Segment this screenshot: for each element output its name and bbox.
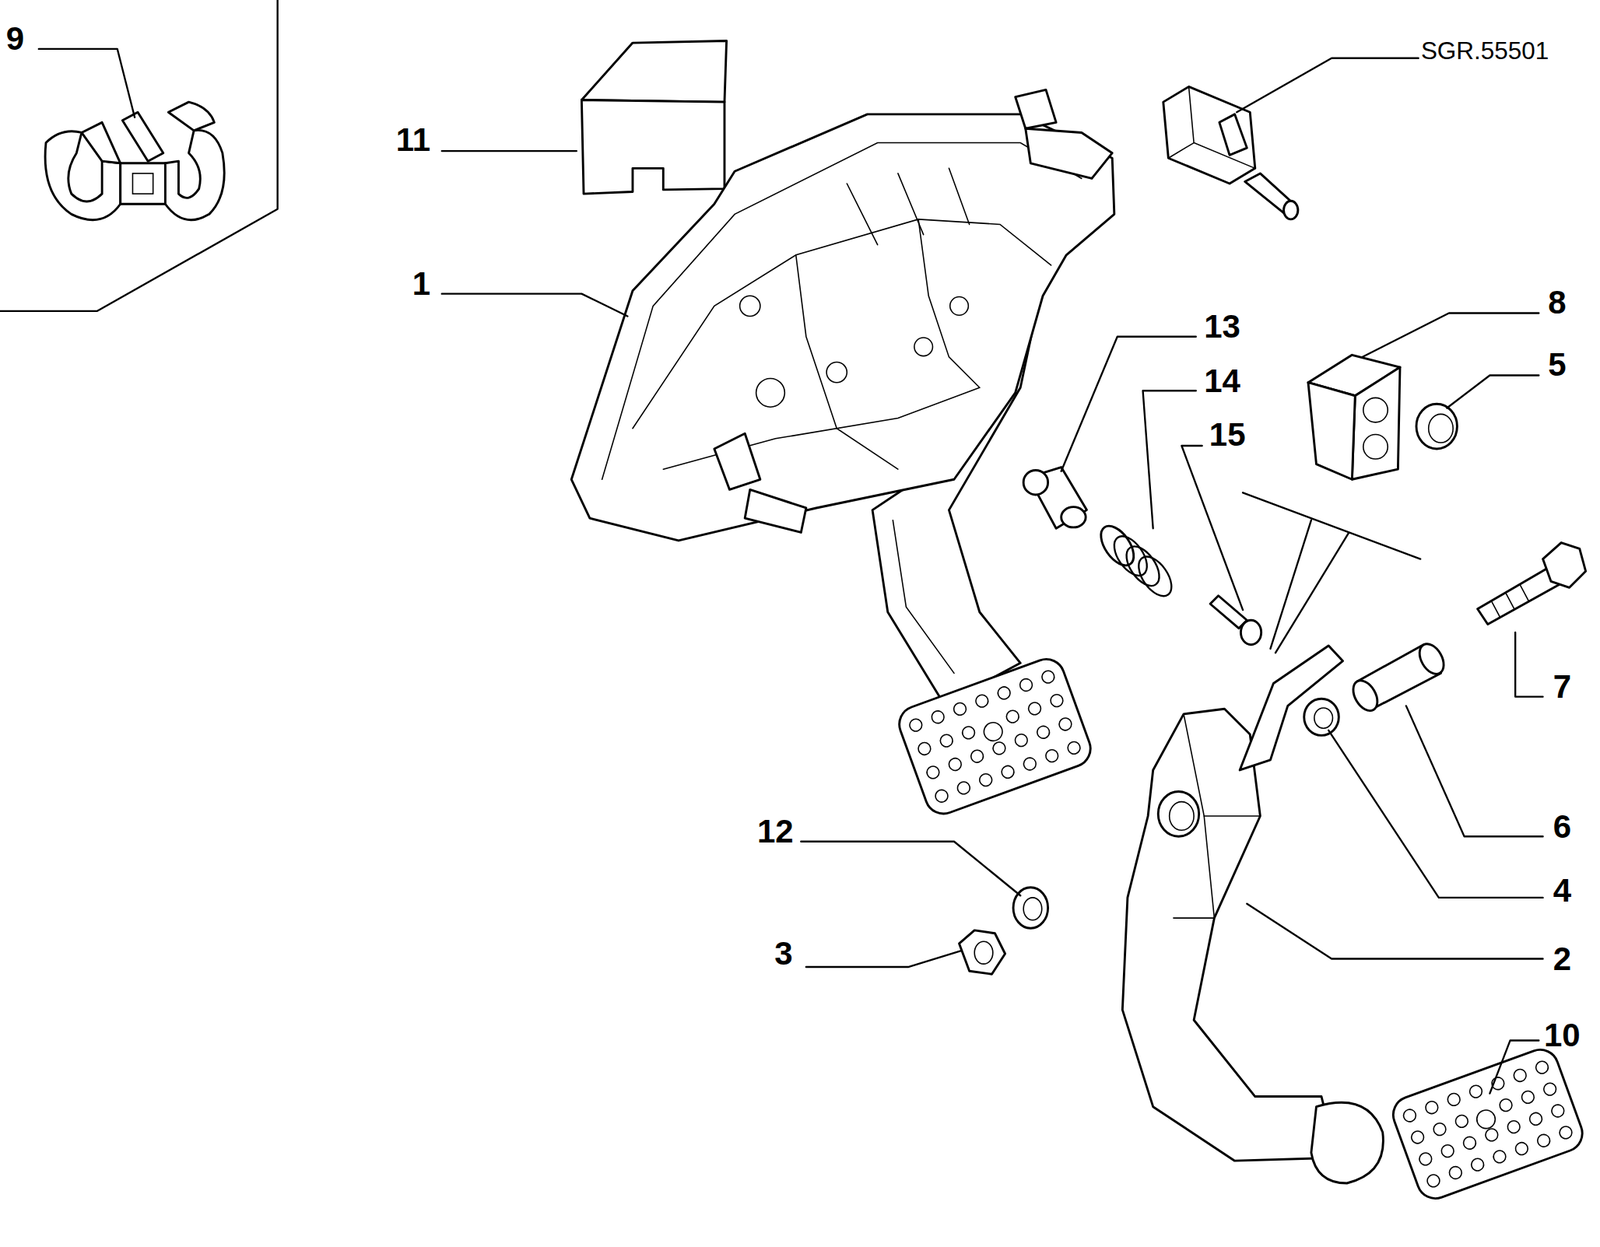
pad-dot — [1004, 708, 1021, 725]
callout-number: 11 — [396, 123, 431, 157]
pad-dot — [1040, 669, 1057, 685]
callout-number: 3 — [774, 937, 793, 971]
pad-dot — [1439, 1143, 1456, 1159]
pad-dot — [933, 788, 950, 804]
cap — [1416, 403, 1457, 450]
pad-dot — [1401, 1108, 1418, 1124]
pin — [1023, 467, 1087, 530]
bolt — [1477, 543, 1586, 625]
pad-dot — [1498, 1098, 1514, 1114]
callout-number: 1 — [412, 267, 431, 301]
cover-block — [581, 40, 727, 194]
part-code: SGR.55501 — [1421, 38, 1549, 64]
pad-dot — [1035, 724, 1052, 741]
detail-frame — [0, 0, 278, 312]
callout-number: 2 — [1553, 943, 1572, 976]
pad-dot — [1453, 1113, 1470, 1130]
pad-dot — [1000, 764, 1016, 780]
callout-number: 6 — [1553, 810, 1572, 843]
pad-dot — [929, 709, 946, 726]
pad-dot — [978, 772, 994, 789]
pad-dot — [1044, 748, 1060, 765]
pad-dot — [1424, 1100, 1440, 1116]
callout-number: 9 — [6, 22, 25, 56]
pad-dot — [969, 748, 986, 765]
pad-dot — [1491, 1149, 1508, 1165]
pad-dot — [960, 725, 976, 741]
pad-dot — [1519, 1089, 1536, 1106]
pad-dot — [1512, 1067, 1528, 1084]
spring — [1094, 520, 1178, 603]
pad-dot — [1505, 1119, 1522, 1136]
pad-dot — [1542, 1081, 1558, 1098]
tube — [1348, 639, 1450, 716]
pad-dot — [1557, 1125, 1574, 1141]
pad-dot — [925, 764, 941, 781]
pad-dot — [1513, 1140, 1530, 1157]
pad-dot — [1533, 1059, 1550, 1076]
bushing — [1304, 698, 1340, 736]
pad-dot — [1021, 756, 1038, 772]
pad-dot — [1484, 1127, 1500, 1144]
pad-dot — [1027, 701, 1043, 717]
pad-dot — [1417, 1151, 1434, 1168]
pad-dot — [951, 701, 968, 717]
pad-dot — [955, 780, 972, 797]
group-bracket — [1242, 492, 1421, 653]
pad-dot — [1066, 740, 1082, 756]
brake-pedal-pad — [894, 654, 1096, 820]
pad-dot — [916, 740, 933, 757]
pad-dot — [908, 717, 924, 734]
pedal-box — [571, 89, 1115, 704]
callout-number: 10 — [1543, 1019, 1581, 1053]
nut — [959, 930, 1006, 975]
callout-number: 7 — [1553, 670, 1572, 703]
pad-dot — [1527, 1111, 1544, 1127]
clip-part — [45, 101, 225, 221]
pad-dot — [1445, 1091, 1462, 1108]
pad-dot — [1461, 1135, 1478, 1151]
small-bolt — [1210, 596, 1262, 646]
pad-dot — [1447, 1164, 1464, 1181]
pad-dot — [991, 740, 1008, 757]
pad-dot — [1017, 677, 1034, 693]
pad-dot — [1049, 692, 1065, 709]
callout-number: 15 — [1209, 418, 1246, 452]
clutch-pedal — [1122, 645, 1383, 1184]
pad-dot — [1425, 1173, 1442, 1190]
pad-dot — [1057, 716, 1074, 733]
pad-dot — [996, 685, 1012, 702]
pad-dot — [1470, 1157, 1486, 1173]
callout-number: 12 — [757, 815, 794, 849]
pad-dot — [938, 733, 955, 749]
pad-dot — [1467, 1084, 1484, 1100]
pad-dot — [947, 756, 963, 772]
stop-block — [1308, 354, 1400, 480]
pad-dot — [1536, 1133, 1552, 1149]
callout-number: 13 — [1203, 310, 1241, 344]
callout-number: 8 — [1547, 285, 1566, 319]
pad-dot — [1410, 1129, 1426, 1146]
pad-dot — [1013, 733, 1029, 749]
pad-dot — [1550, 1103, 1566, 1120]
pad-dot — [1431, 1122, 1448, 1138]
callout-number: 14 — [1203, 364, 1241, 397]
callout-number: 4 — [1553, 874, 1572, 908]
callout-number: 5 — [1547, 347, 1566, 381]
leader-lines — [38, 49, 1544, 1095]
stop-switch — [1163, 86, 1299, 219]
pad-dot — [974, 693, 990, 709]
clutch-pedal-pad — [1388, 1045, 1588, 1204]
